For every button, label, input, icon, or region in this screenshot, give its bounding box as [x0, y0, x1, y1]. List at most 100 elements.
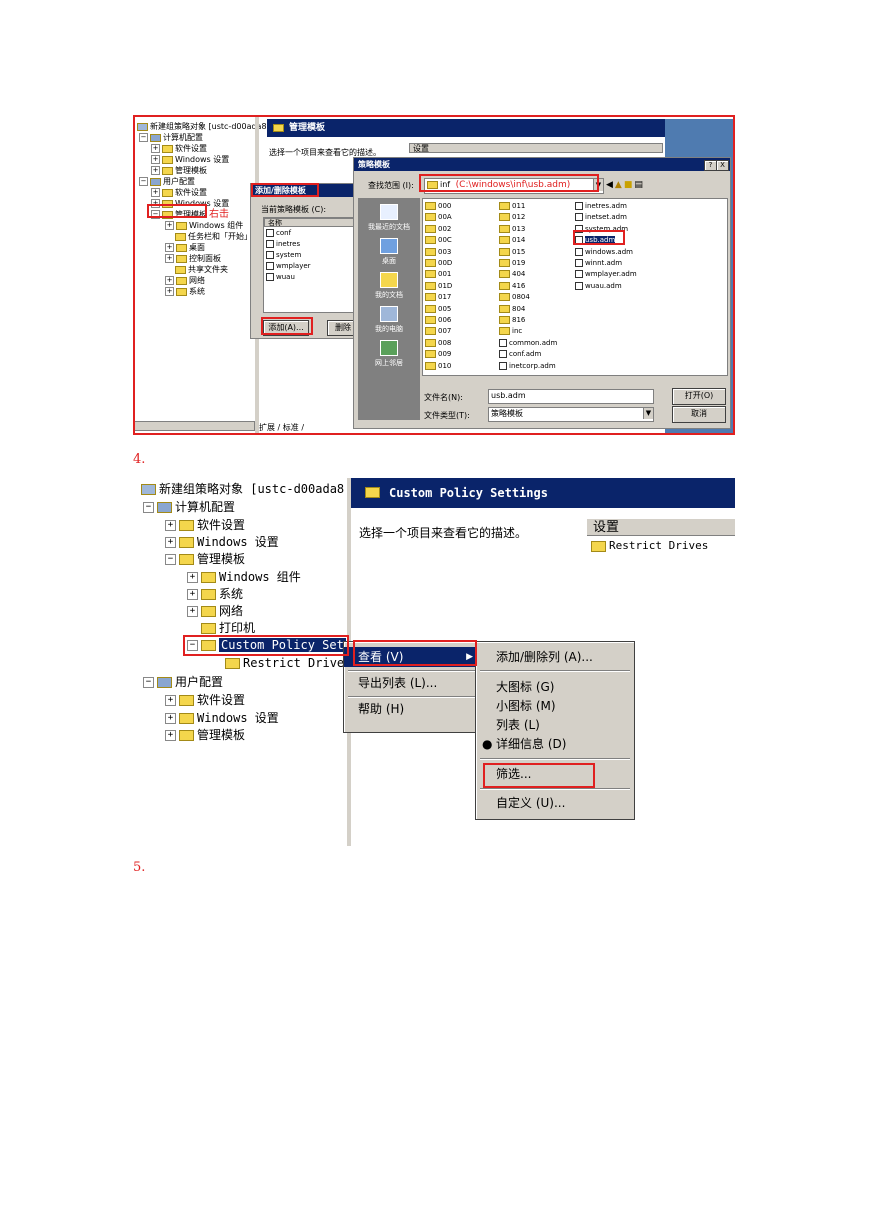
settings-column-header[interactable]: 设置: [409, 143, 663, 153]
file-item[interactable]: 804: [499, 304, 557, 315]
file-item[interactable]: 011: [499, 201, 557, 212]
settings-item[interactable]: Restrict Drives: [591, 539, 708, 552]
expand-icon[interactable]: +: [187, 572, 198, 583]
file-item[interactable]: 013: [499, 224, 557, 235]
list-item[interactable]: conf: [266, 228, 311, 239]
expand-icon[interactable]: +: [187, 589, 198, 600]
expand-icon[interactable]: +: [165, 243, 174, 252]
cancel-button[interactable]: 取消: [672, 406, 726, 423]
tree-root[interactable]: 新建组策略对象 [ustc-d00ada8: [141, 480, 344, 497]
file-item[interactable]: system.adm: [575, 224, 637, 235]
file-item[interactable]: 000: [425, 201, 452, 212]
list-item[interactable]: wuau: [266, 272, 311, 283]
file-item[interactable]: winnt.adm: [575, 258, 637, 269]
expand-icon[interactable]: +: [151, 188, 160, 197]
file-item[interactable]: 014: [499, 235, 557, 246]
file-item[interactable]: 015: [499, 247, 557, 258]
file-item[interactable]: 012: [499, 212, 557, 223]
expand-icon[interactable]: +: [165, 713, 176, 724]
tree-admin-templates[interactable]: +管理模板: [151, 166, 207, 175]
chevron-down-icon[interactable]: ▼: [643, 408, 653, 419]
tree-network[interactable]: +网络: [187, 602, 243, 619]
add-button[interactable]: 添加(A)...: [263, 320, 309, 336]
file-item[interactable]: 006: [425, 315, 452, 326]
file-item[interactable]: conf.adm: [499, 349, 557, 360]
tree-computer-config[interactable]: −计算机配置: [139, 133, 203, 142]
file-item[interactable]: 00D: [425, 258, 452, 269]
place-recent[interactable]: 我最近的文档: [358, 204, 420, 232]
menu-item-filter[interactable]: 筛选...: [496, 767, 532, 781]
menu-item-small-icons[interactable]: 小图标 (M): [496, 699, 556, 713]
menu-item-view[interactable]: 查看 (V)▶: [344, 647, 479, 667]
new-folder-icon[interactable]: ■: [623, 180, 635, 190]
expand-icon[interactable]: +: [165, 537, 176, 548]
file-item[interactable]: 002: [425, 224, 452, 235]
tree-system[interactable]: +系统: [187, 585, 243, 602]
menu-item-details[interactable]: ●详细信息 (D): [476, 734, 634, 754]
tree-restrict-drives[interactable]: Restrict Drives: [225, 656, 351, 670]
file-item[interactable]: 01D: [425, 281, 452, 292]
file-item[interactable]: 816: [499, 315, 557, 326]
tree-admin-templates[interactable]: −管理模板: [165, 550, 245, 567]
file-item[interactable]: 00C: [425, 235, 452, 246]
tree-windows-components[interactable]: +Windows 组件: [187, 568, 301, 585]
tree-user-windows[interactable]: +Windows 设置: [165, 709, 279, 726]
filetype-select[interactable]: 策略模板▼: [488, 407, 654, 422]
menu-item-list[interactable]: 列表 (L): [496, 718, 540, 732]
open-button[interactable]: 打开(O): [672, 388, 726, 405]
tree-software-settings[interactable]: +软件设置: [165, 516, 245, 533]
menu-item-customize[interactable]: 自定义 (U)...: [496, 796, 566, 810]
place-desktop[interactable]: 桌面: [358, 238, 420, 266]
file-item[interactable]: inc: [499, 326, 557, 337]
file-item[interactable]: 008: [425, 338, 452, 349]
file-item[interactable]: 009: [425, 349, 452, 360]
tree-user-windows[interactable]: +Windows 设置: [151, 199, 230, 208]
expand-icon[interactable]: +: [187, 606, 198, 617]
filename-input[interactable]: usb.adm: [488, 389, 654, 404]
bottom-tabs[interactable]: 扩展 / 标准 /: [259, 423, 305, 432]
expand-icon[interactable]: +: [151, 199, 160, 208]
menu-item-export[interactable]: 导出列表 (L)...: [358, 676, 438, 690]
file-item[interactable]: 404: [499, 269, 557, 280]
tree-shared-folders[interactable]: 共享文件夹: [175, 264, 228, 275]
place-network[interactable]: 网上邻居: [358, 340, 420, 368]
tree-user-admin-templates[interactable]: −管理模板右击: [151, 209, 229, 220]
toolbar-icons[interactable]: ◀▲■▤: [606, 180, 645, 190]
expand-icon[interactable]: +: [165, 520, 176, 531]
collapse-icon[interactable]: −: [143, 502, 154, 513]
file-item[interactable]: 0804: [499, 292, 557, 303]
file-item[interactable]: windows.adm: [575, 247, 637, 258]
list-item[interactable]: system: [266, 250, 311, 261]
tree-user-admin[interactable]: +管理模板: [165, 726, 245, 743]
tree-custom-policy[interactable]: −Custom Policy Set: [187, 638, 346, 652]
file-item[interactable]: 00A: [425, 212, 452, 223]
file-item[interactable]: 001: [425, 269, 452, 280]
file-item[interactable]: wuau.adm: [575, 281, 637, 292]
tree-windows-components[interactable]: +Windows 组件: [165, 221, 244, 230]
file-item[interactable]: 017: [425, 292, 452, 303]
file-item[interactable]: 010: [425, 361, 452, 372]
expand-icon[interactable]: +: [165, 730, 176, 741]
expand-icon[interactable]: +: [165, 221, 174, 230]
collapse-icon[interactable]: −: [151, 210, 160, 219]
menu-item-help[interactable]: 帮助 (H): [358, 702, 405, 716]
expand-icon[interactable]: +: [151, 144, 160, 153]
tree-user-software[interactable]: +软件设置: [165, 691, 245, 708]
tree-user-config[interactable]: −用户配置: [139, 177, 195, 186]
up-folder-icon[interactable]: ▲: [614, 180, 624, 190]
file-item[interactable]: inetset.adm: [575, 212, 637, 223]
list-item[interactable]: wmplayer: [266, 261, 311, 272]
expand-icon[interactable]: +: [151, 155, 160, 164]
close-button[interactable]: X: [716, 160, 729, 171]
tree-taskbar[interactable]: 任务栏和「开始」: [175, 231, 252, 242]
tree-windows-settings[interactable]: +Windows 设置: [165, 533, 279, 550]
tree-printers[interactable]: 打印机: [201, 619, 255, 636]
tree-control-panel[interactable]: +控制面板: [165, 254, 221, 263]
tree-root[interactable]: 新建组策略对象 [ustc-d00ada8: [137, 121, 267, 132]
view-menu-icon[interactable]: ▤: [634, 180, 645, 190]
expand-icon[interactable]: +: [165, 287, 174, 296]
expand-icon[interactable]: +: [165, 254, 174, 263]
collapse-icon[interactable]: −: [165, 554, 176, 565]
expand-icon[interactable]: +: [165, 695, 176, 706]
list-item[interactable]: inetres: [266, 239, 311, 250]
